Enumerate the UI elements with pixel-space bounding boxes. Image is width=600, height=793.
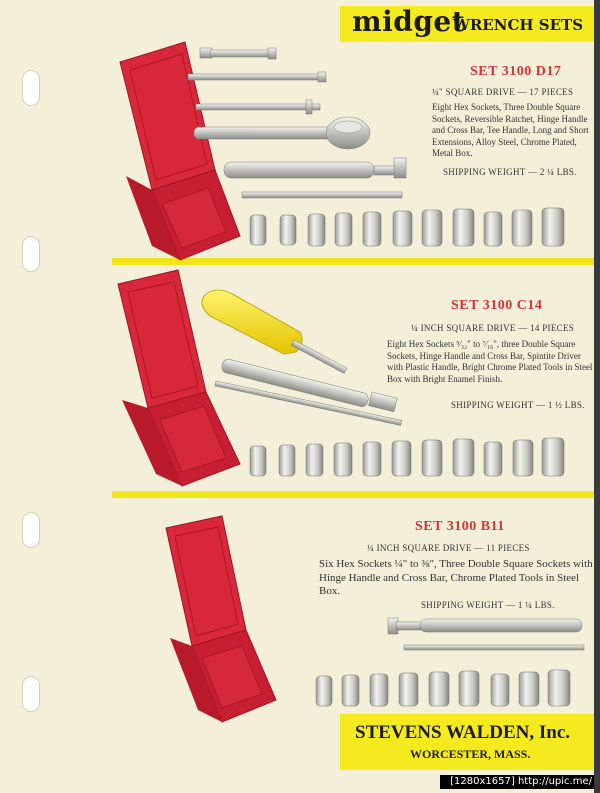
- section-divider: [112, 258, 594, 265]
- set-1-title: SET 3100 D17: [470, 64, 562, 79]
- set-2-shipping: SHIPPING WEIGHT — 1 ½ LBS.: [451, 400, 585, 410]
- section-divider: [112, 491, 594, 498]
- set-3-shipping: SHIPPING WEIGHT — 1 ¼ LBS.: [421, 600, 555, 610]
- binder-hole: [22, 512, 40, 548]
- set-3-drive: ¼ INCH SQUARE DRIVE — 11 PIECES: [367, 543, 530, 553]
- steel-box-set-3: [165, 515, 277, 723]
- tools-set-1: [187, 47, 407, 199]
- set-2-drive: ¼ INCH SQUARE DRIVE — 14 PIECES: [411, 323, 575, 333]
- header-band: [340, 6, 594, 42]
- set-2-title: SET 3100 C14: [451, 298, 543, 313]
- set-2-description: Eight Hex Sockets ⁵⁄₃₂" to ⁷⁄₁₆", three …: [387, 339, 593, 384]
- sockets-set-2: [249, 437, 565, 477]
- binder-hole: [22, 676, 40, 712]
- sockets-set-3: [315, 669, 571, 707]
- set-1-shipping: SHIPPING WEIGHT — 2 ¼ LBS.: [443, 167, 577, 177]
- watermark: [1280x1657] http://upic.me/: [440, 775, 594, 789]
- set-3-title: SET 3100 B11: [415, 519, 505, 534]
- company-city: WORCESTER, MASS.: [410, 747, 531, 761]
- sockets-set-1: [249, 207, 565, 247]
- set-1-description: Eight Hex Sockets, Three Double Square S…: [432, 102, 589, 158]
- binder-hole: [22, 236, 40, 272]
- header-product: WRENCH SETS: [453, 16, 584, 34]
- company-name: STEVENS WALDEN, Inc.: [355, 722, 571, 743]
- set-1-drive: ¼" SQUARE DRIVE — 17 PIECES: [432, 87, 574, 97]
- binder-hole: [22, 70, 40, 106]
- tools-set-2: [201, 289, 403, 426]
- footer-band: [340, 714, 594, 770]
- steel-box-set-2: [117, 269, 241, 487]
- header-brand: midget: [352, 5, 466, 38]
- tools-set-3: [387, 617, 585, 651]
- set-3-description: Six Hex Sockets ¼" to ⅜", Three Double S…: [319, 558, 593, 597]
- page-edge: [594, 0, 600, 793]
